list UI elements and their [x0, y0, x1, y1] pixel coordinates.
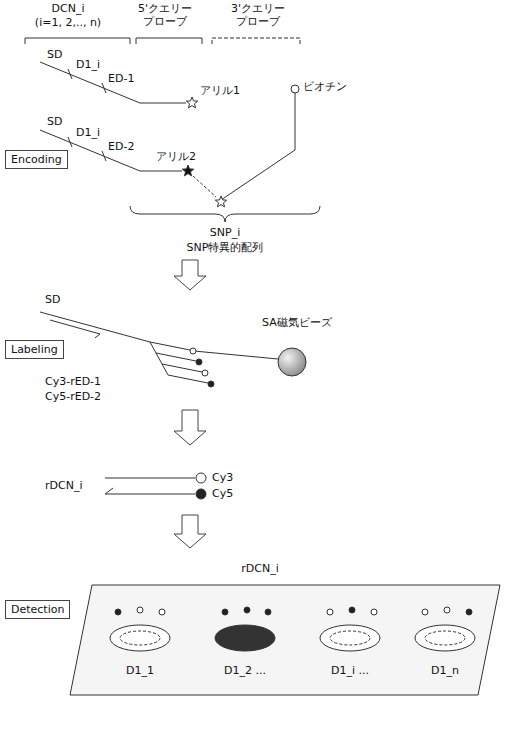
segment-label: D1_i	[76, 58, 100, 71]
magnetic-bead	[278, 348, 306, 376]
flow-arrow	[174, 515, 206, 548]
stage-name: Encoding	[11, 153, 62, 166]
dye-dot	[137, 607, 143, 613]
sd-complement	[50, 320, 100, 338]
dye-dot	[196, 359, 202, 365]
array-spot	[215, 625, 275, 651]
stage-box: Encoding	[5, 150, 68, 169]
cy5-dye	[196, 489, 206, 499]
dye-label: Cy5-rED-2	[45, 390, 101, 403]
labeled-strand	[168, 375, 208, 383]
dye-dot	[444, 607, 450, 613]
allele-star-open	[186, 97, 197, 108]
array-spot	[110, 625, 170, 651]
segment-label: SD	[45, 293, 60, 306]
cy3-dye	[196, 473, 206, 483]
sd-strand	[40, 312, 150, 342]
spot-inner	[120, 631, 160, 645]
segment-tick	[68, 69, 72, 79]
curly-brace	[130, 206, 320, 222]
dye-dot	[327, 609, 333, 615]
probe-strand	[40, 62, 186, 103]
spot-inner	[330, 631, 370, 645]
column-header: DCN_i	[52, 2, 85, 15]
array-spot	[320, 625, 380, 651]
strand-backbone	[150, 342, 168, 375]
labeled-strand	[162, 364, 202, 372]
dye-dot	[265, 609, 271, 615]
column-header: 5'クエリー プローブ	[134, 2, 196, 28]
dye-dot	[422, 609, 428, 615]
flow-arrow	[174, 260, 206, 290]
dye-label: Cy3-rED-1	[45, 375, 101, 388]
dye-dot	[222, 609, 228, 615]
dye-dot	[371, 609, 377, 615]
spot-label: D1_n	[431, 664, 459, 677]
segment-tick	[102, 151, 106, 161]
dye-dot	[190, 348, 196, 354]
rdcn-strand	[105, 488, 195, 494]
labeled-strand	[150, 342, 190, 350]
column-bracket	[25, 38, 130, 44]
query-probe-strand	[221, 93, 295, 200]
spot-inner	[425, 631, 465, 645]
bead-label: SA磁気ビーズ	[262, 316, 332, 329]
segment-label: SD	[47, 115, 62, 128]
array-spot	[415, 625, 475, 651]
dye-dot	[202, 370, 208, 376]
dye-dot	[115, 609, 121, 615]
column-bracket	[212, 38, 300, 44]
segment-tick	[68, 137, 72, 147]
snp-label: SNP_i	[210, 226, 240, 239]
bead-link	[194, 351, 278, 359]
spot-label: D1_1	[126, 664, 154, 677]
strand-label: rDCN_i	[45, 479, 82, 492]
labeled-strand	[156, 353, 196, 361]
segment-label: ED-1	[108, 72, 134, 85]
ligation-link	[193, 176, 216, 197]
spot-label: D1_2 ...	[224, 664, 266, 677]
spot-label: D1_i ...	[331, 664, 369, 677]
stage-name: Detection	[11, 603, 64, 616]
segment-tick	[102, 83, 106, 93]
dye-label: Cy5	[212, 487, 233, 500]
dye-dot	[466, 609, 472, 615]
biotin-label: ビオチン	[303, 80, 347, 93]
stage-name: Labeling	[11, 343, 58, 356]
strand-label: rDCN_i	[241, 562, 278, 575]
allele-label: アリル2	[156, 150, 196, 163]
dye-dot	[349, 607, 355, 613]
segment-label: SD	[47, 48, 62, 61]
stage-box: Labeling	[5, 340, 64, 359]
snp-label: SNP特異的配列	[187, 241, 264, 254]
dye-dot	[208, 381, 214, 387]
column-header: 3'クエリー プローブ	[227, 2, 289, 28]
allele-star-filled	[182, 165, 193, 176]
column-header: (i=1, 2,.., n)	[35, 16, 101, 29]
column-bracket	[136, 38, 202, 44]
segment-label: ED-2	[108, 140, 134, 153]
dye-label: Cy3	[212, 471, 233, 484]
dye-dot	[159, 609, 165, 615]
flow-arrow	[174, 410, 206, 445]
segment-label: D1_i	[76, 126, 100, 139]
allele-star-open	[215, 196, 226, 207]
dye-dot	[244, 607, 250, 613]
rdcn-strand	[105, 478, 195, 479]
biotin-mark	[291, 85, 299, 93]
allele-label: アリル1	[200, 84, 240, 97]
stage-box: Detection	[5, 600, 70, 619]
array-slide	[70, 585, 500, 695]
